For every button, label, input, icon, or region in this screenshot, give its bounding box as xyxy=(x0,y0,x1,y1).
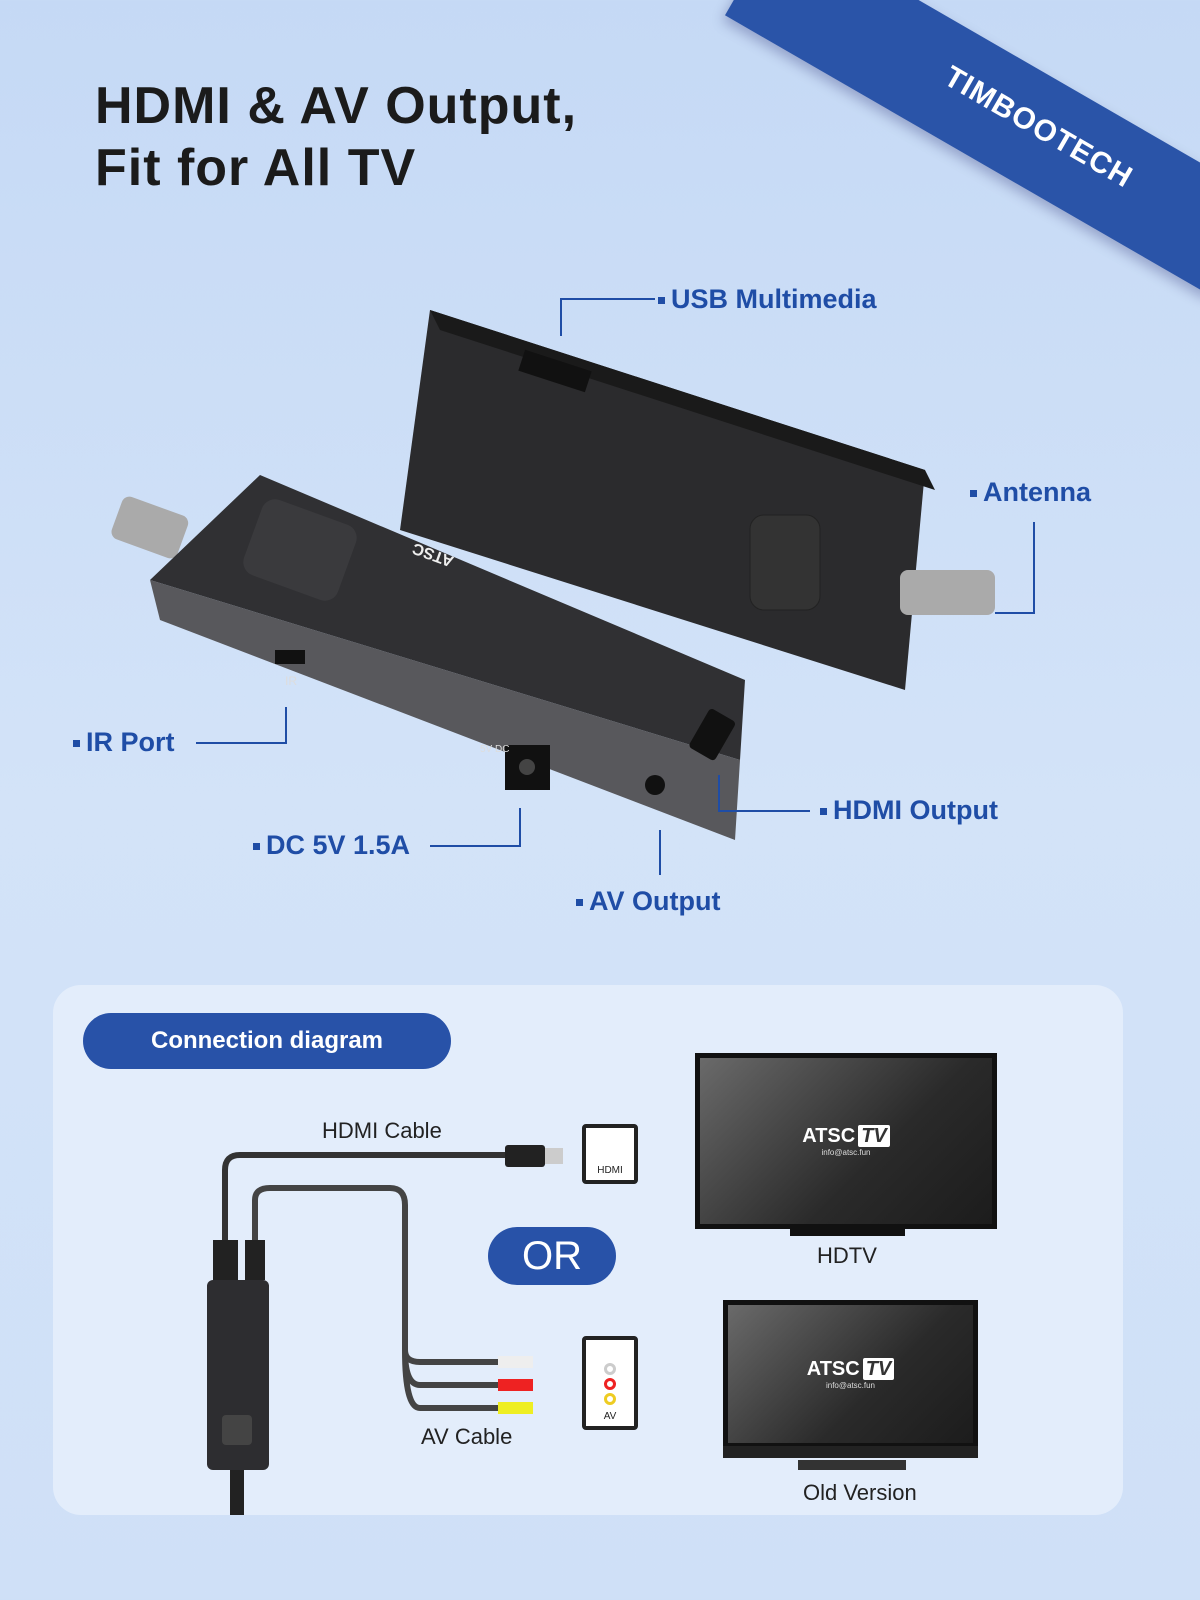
callout-hdmi: HDMI Output xyxy=(820,795,998,826)
hdmi-port-icon: HDMI xyxy=(582,1124,638,1184)
dc-port-label: 5V DC xyxy=(480,744,509,755)
callout-ir: IR Port xyxy=(73,727,175,758)
device-back xyxy=(400,310,995,690)
or-badge: OR xyxy=(488,1227,616,1285)
antenna-connector xyxy=(900,570,995,615)
callout-av: AV Output xyxy=(576,886,720,917)
av-port-icon: AV xyxy=(582,1336,638,1430)
page-title: HDMI & AV Output, Fit for All TV xyxy=(95,75,577,199)
old-tv-label: Old Version xyxy=(803,1480,917,1505)
title-line-2: Fit for All TV xyxy=(95,139,417,197)
diagram-title: Connection diagram xyxy=(83,1013,451,1069)
hdmi-cable-label: HDMI Cable xyxy=(322,1118,442,1143)
device-front: IR 5V DC ATSC xyxy=(111,475,745,840)
callout-usb: USB Multimedia xyxy=(658,284,877,315)
device-illustration: IR 5V DC ATSC xyxy=(111,310,995,840)
av-cable xyxy=(252,1185,500,1411)
callout-dc: DC 5V 1.5A xyxy=(253,830,410,861)
av-cable-label: AV Cable xyxy=(421,1424,513,1449)
callout-antenna: Antenna xyxy=(970,477,1091,508)
hdmi-plug-icon xyxy=(545,1148,563,1164)
cable-illustration xyxy=(207,1145,563,1515)
hdmi-cable xyxy=(222,1152,505,1265)
title-line-1: HDMI & AV Output, xyxy=(95,77,578,135)
ir-port-label: IR xyxy=(285,674,297,688)
hdtv-label: HDTV xyxy=(817,1243,877,1268)
